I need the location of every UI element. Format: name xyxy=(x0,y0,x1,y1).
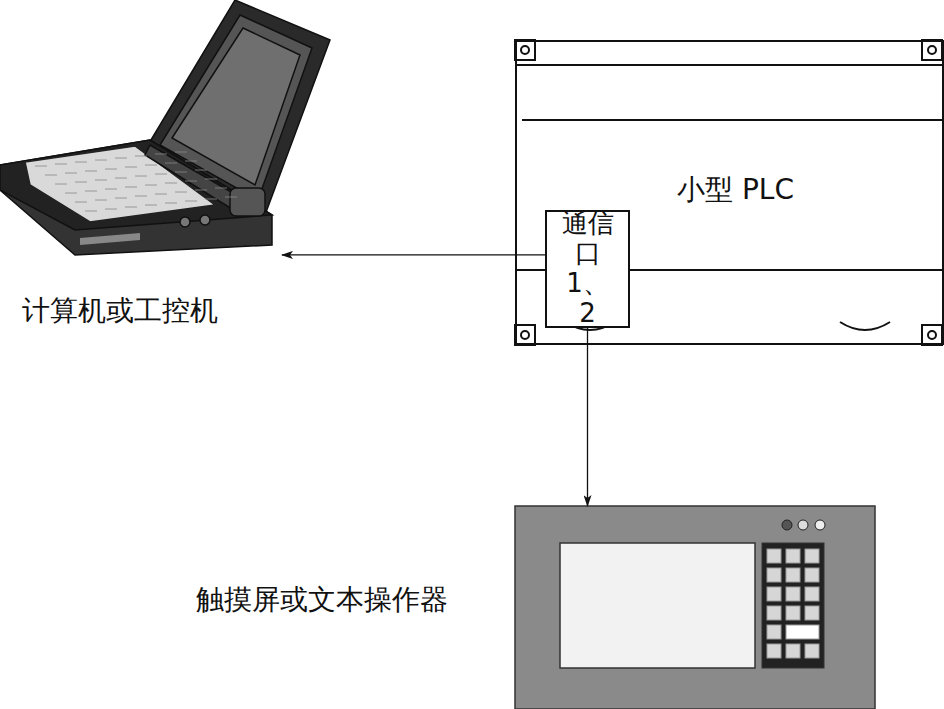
plc-box: 小型 PLC 通信 口 1、2 xyxy=(515,40,944,345)
connector-arrow xyxy=(282,254,545,255)
node-label: 通信 口 1、2 xyxy=(559,209,616,329)
connector-arrow xyxy=(587,328,588,506)
touchscreen-illustration xyxy=(515,506,875,709)
laptop-illustration xyxy=(0,0,330,255)
node-label: 计算机或工控机 xyxy=(22,295,218,327)
node-label: 小型 PLC xyxy=(677,174,794,206)
plc-housing xyxy=(515,40,942,345)
computer-node: 计算机或工控机 xyxy=(0,0,282,335)
comm-port-box: 通信 口 1、2 xyxy=(545,210,630,328)
node-label: 触摸屏或文本操作器 xyxy=(196,584,448,616)
touchscreen-node: 触摸屏或文本操作器 xyxy=(190,506,875,709)
